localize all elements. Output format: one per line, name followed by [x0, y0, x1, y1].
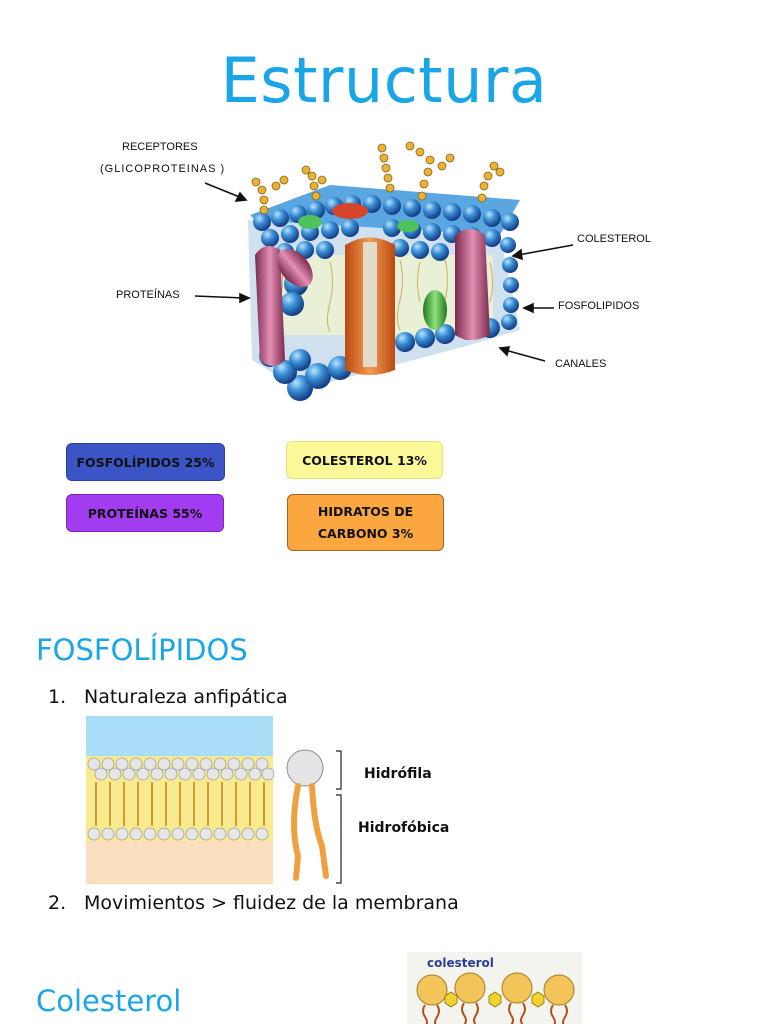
section-colesterol-heading: Colesterol [36, 984, 181, 1018]
label-hidrofila: Hidrófila [364, 766, 432, 782]
label-receptores: RECEPTORES [122, 141, 198, 153]
label-glicoproteinas: (GLICOPROTEINAS ) [100, 163, 225, 175]
list-item-1-text: Naturaleza anfipática [84, 686, 288, 708]
list-item-2-text: Movimientos > fluidez de la membrana [84, 892, 459, 914]
cell-membrane-diagram [0, 0, 768, 430]
hidratos-line-1: HIDRATOS DE [318, 501, 413, 523]
fosfolipidos-box: FOSFOLÍPIDOS 25% [66, 443, 225, 481]
label-canales: CANALES [555, 358, 606, 370]
label-fosfolipidos: FOSFOLIPIDOS [558, 300, 639, 312]
proteinas-box: PROTEÍNAS 55% [66, 494, 224, 532]
list-item-1-number: 1. [48, 686, 84, 708]
hidratos-line-2: CARBONO 3% [318, 523, 413, 545]
colesterol-box: COLESTEROL 13% [286, 441, 443, 479]
label-hidrofobica: Hidrofóbica [358, 820, 449, 836]
list-item-1: 1.Naturaleza anfipática [48, 686, 288, 708]
list-item-2-number: 2. [48, 892, 84, 914]
list-item-2: 2.Movimientos > fluidez de la membrana [48, 892, 459, 914]
hidratos-box: HIDRATOS DE CARBONO 3% [287, 494, 444, 551]
label-proteinas: PROTEÍNAS [116, 289, 180, 301]
bilayer-figure [86, 716, 346, 886]
section-fosfolipidos-heading: FOSFOLÍPIDOS [36, 633, 248, 667]
colesterol-figure-label: colesterol [427, 956, 494, 970]
label-colesterol: COLESTEROL [577, 233, 651, 245]
